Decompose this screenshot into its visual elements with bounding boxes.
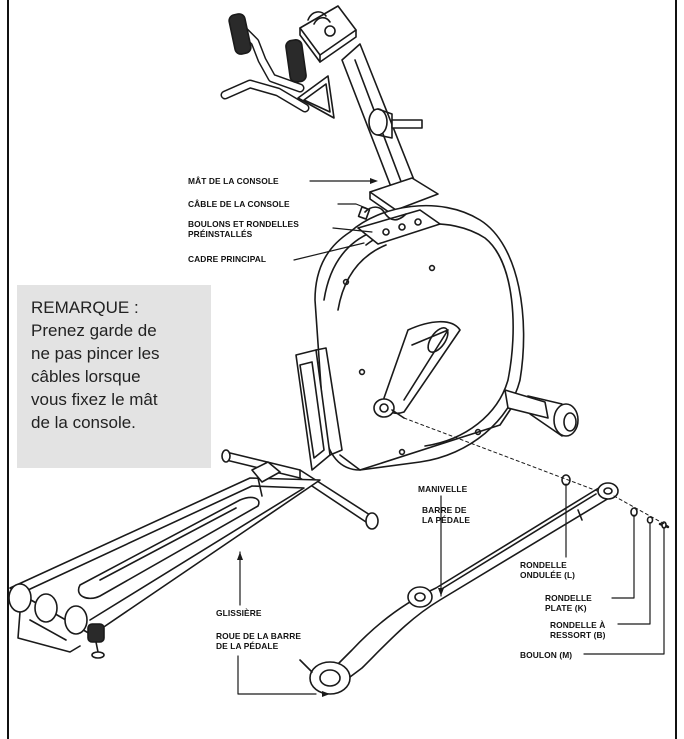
label-rail: GLISSIÈRE [216,608,262,618]
console-mast-assembly [220,5,439,218]
pedal-bar [299,482,619,695]
label-pedal-bar: BARRE DE LA PÉDALE [422,505,471,525]
rear-stabilizer [504,389,579,437]
label-preinstalled-bolts-washers: BOULONS ET RONDELLES PRÉINSTALLÉS [188,219,299,239]
label-spring-washer: RONDELLE À RESSORT (B) [550,620,606,640]
page-border-right [675,0,677,739]
main-frame [314,204,525,471]
label-crank: MANIVELLE [418,484,468,494]
label-main-frame: CADRE PRINCIPAL [188,254,267,264]
label-flat-washer: RONDELLE PLATE (K) [545,593,592,613]
leader-arrowheads [237,178,444,697]
leader-lines [237,180,665,695]
label-pedal-bar-wheel: ROUE DE LA BARRE DE LA PÉDALE [216,631,302,651]
label-wave-washer: RONDELLE ONDULÉE (L) [520,560,576,580]
note-box: REMARQUE : Prenez garde de ne pas pincer… [17,285,211,468]
note-body: Prenez garde de ne pas pincer les câbles… [31,321,160,432]
alignment-lines [403,417,669,527]
page-border-left [7,0,9,739]
label-console-cable: CÂBLE DE LA CONSOLE [188,199,290,209]
rail-assembly [8,449,379,659]
label-bolt: BOULON (M) [520,650,573,660]
label-console-mast: MÂT DE LA CONSOLE [188,176,279,186]
note-title: REMARQUE : [31,298,139,317]
front-upright [295,347,343,471]
